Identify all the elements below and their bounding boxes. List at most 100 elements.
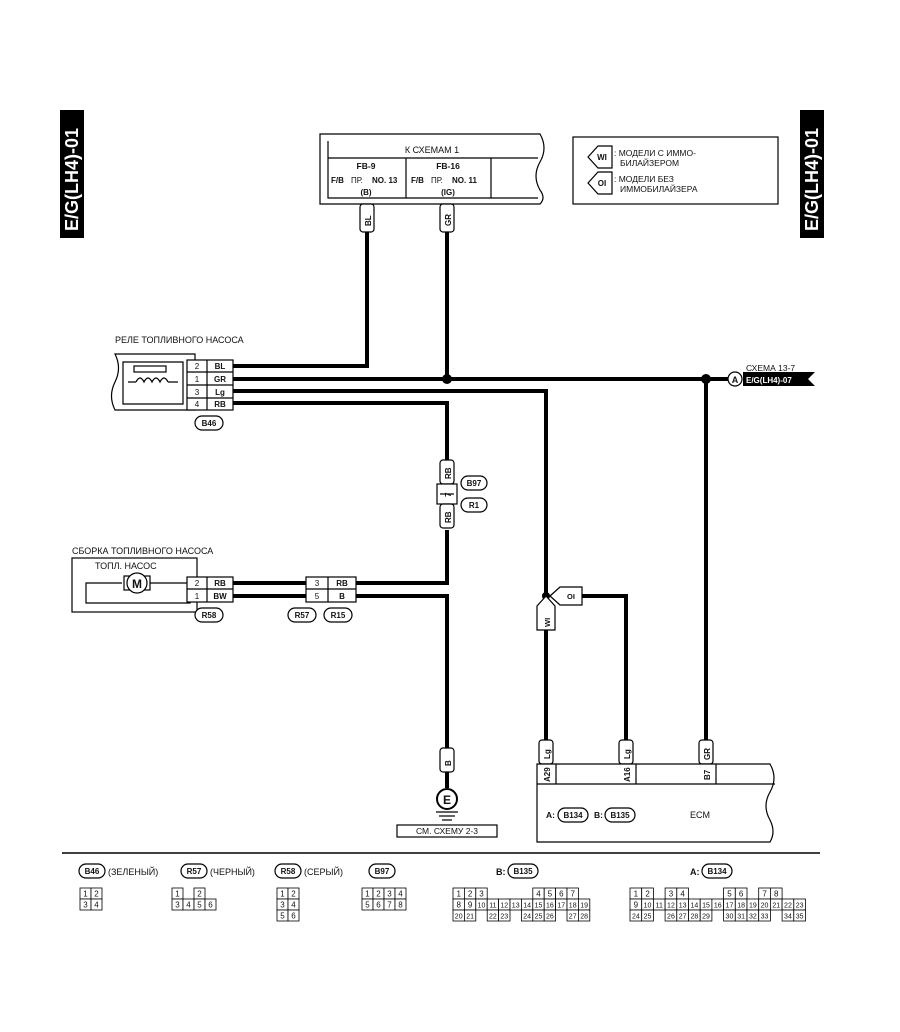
fuel-pump-relay: РЕЛЕ ТОПЛИВНОГО НАСОСА 2 BL 1 GR 3 Lg 4 …: [110, 335, 244, 431]
pin-number: 24: [523, 914, 531, 921]
mid-connector: 3 RB 5 B R57 R15: [287, 576, 357, 623]
pump-motor: M: [132, 577, 142, 591]
ecm-pin-2: B7: [703, 769, 712, 780]
pump-wire-0: RB: [214, 579, 226, 588]
pin-number: 26: [546, 914, 554, 921]
pump-pin-0: 2: [195, 579, 200, 588]
side-label-left: E/G(LH4)-01: [62, 128, 82, 231]
pin-number: 11: [656, 903, 663, 910]
fuse-box-title: К СХЕМАМ 1: [405, 145, 459, 155]
fb16-no: NO. 11: [452, 176, 477, 185]
wire-lg: [232, 389, 548, 745]
pin-number: 11: [489, 903, 496, 910]
fb9-name: FB-9: [357, 161, 376, 171]
pin-number: 4: [680, 890, 685, 899]
pin-number: 27: [569, 914, 577, 921]
pin-number: 8: [456, 901, 461, 910]
bc-b134-id: B134: [707, 867, 727, 876]
fb16-pr: ПР.: [431, 176, 443, 185]
relay-title: РЕЛЕ ТОПЛИВНОГО НАСОСА: [115, 335, 244, 345]
pin-number: 13: [679, 903, 687, 910]
pin-number: 3: [280, 901, 285, 910]
pin-number: 6: [739, 890, 744, 899]
pin-number: 25: [644, 914, 652, 921]
ecm-pin-1: A16: [623, 767, 632, 782]
pin-number: 2: [291, 890, 296, 899]
pin-number: 1: [280, 890, 285, 899]
wire-tag-gr: GR: [439, 203, 455, 233]
fb16-sub: (IG): [441, 188, 455, 197]
fb16-fb: F/B: [411, 176, 424, 185]
pin-number: 20: [455, 914, 463, 921]
pin-number: 29: [702, 914, 710, 921]
legend-wi-tag: WI: [597, 153, 607, 162]
ground: B E СМ. СХЕМУ 2-3: [396, 747, 498, 838]
wire-b-ground: [356, 594, 449, 750]
pump-sub: ТОПЛ. НАСОС: [95, 561, 157, 571]
pump-pin-1: 1: [195, 592, 200, 601]
ground-label: E: [443, 793, 451, 807]
pin-number: 8: [774, 890, 779, 899]
mid-pin-0: 3: [315, 579, 320, 588]
pin-number: 1: [634, 890, 639, 899]
bc-b46-color: (ЗЕЛЕНЫЙ): [108, 866, 158, 877]
side-tab-right: E/G(LH4)-01: [800, 110, 824, 238]
pin-number: 10: [478, 903, 486, 910]
pin-number: 17: [557, 903, 565, 910]
pin-number: 3: [479, 890, 484, 899]
fb16-name: FB-16: [436, 161, 460, 171]
pin-number: 6: [291, 912, 296, 921]
ecm-name: ECM: [690, 810, 710, 820]
relay-wire-2: Lg: [215, 388, 225, 397]
pin-number: 9: [634, 901, 639, 910]
pin-number: 4: [94, 901, 99, 910]
pin-cell: [758, 909, 771, 922]
joint-connector: RB 7 RB B97 R1: [436, 459, 488, 529]
pin-number: 30: [726, 914, 734, 921]
legend-oi-line2: ИММОБИЛАЙЗЕРА: [620, 183, 698, 194]
fb9-fb: F/B: [331, 176, 344, 185]
legend-box: WI : МОДЕЛИ С ИММО- БИЛАЙЗЕРОМ OI : МОДЕ…: [572, 136, 779, 205]
pin-number: 5: [197, 901, 202, 910]
pin-number: 19: [749, 903, 757, 910]
legend-wi-line2: БИЛАЙЗЕРОМ: [620, 157, 679, 168]
relay-pin-1: 1: [195, 375, 200, 384]
wire-oi: [580, 594, 628, 745]
pin-number: 16: [546, 903, 554, 910]
bottom-connector-headers: B46 (ЗЕЛЕНЫЙ) R57 (ЧЕРНЫЙ) R58 (СЕРЫЙ) B…: [78, 863, 733, 879]
pin-number: 2: [645, 890, 650, 899]
mid-conn1: R57: [295, 611, 310, 620]
pin-number: 12: [667, 903, 675, 910]
joint-wire-top: RB: [444, 467, 453, 479]
bc-r58-id: R58: [281, 867, 296, 876]
pin-number: 22: [489, 914, 497, 921]
pin-number: 6: [559, 890, 564, 899]
wi-arrow-text: WI: [543, 618, 552, 627]
ecm-label-a: A:: [546, 810, 555, 820]
pin-number: 18: [737, 903, 745, 910]
fb9-pr: ПР.: [351, 176, 363, 185]
pin-number: 2: [94, 890, 99, 899]
legend-oi-line1: : МОДЕЛИ БЕЗ: [614, 174, 674, 184]
pin-cell: [498, 909, 511, 922]
joint-conn2: R1: [469, 501, 480, 510]
joint-pin: 7: [444, 492, 453, 497]
pin-number: 19: [580, 903, 588, 910]
fuse-box: К СХЕМАМ 1 FB-9 F/B ПР. NO. 13 (B) FB-16…: [319, 133, 545, 205]
pin-number: 16: [714, 903, 722, 910]
pin-cell: [699, 909, 713, 922]
fuel-pump-assembly: СБОРКА ТОПЛИВНОГО НАСОСА ТОПЛ. НАСОС M 2…: [71, 546, 234, 623]
schema-ref-letter: A: [732, 375, 739, 385]
pin-number: 33: [761, 914, 769, 921]
oi-arrow-text: OI: [567, 592, 575, 601]
pin-number: 21: [466, 914, 474, 921]
side-label-right: E/G(LH4)-01: [802, 128, 822, 231]
ecm-conn-b: B135: [610, 811, 630, 820]
junction-dot-2: [701, 374, 711, 384]
pin-cell: [394, 898, 407, 911]
pin-number: 5: [365, 901, 370, 910]
pin-number: 4: [291, 901, 296, 910]
pin-number: 8: [398, 901, 403, 910]
pin-number: 22: [784, 903, 792, 910]
